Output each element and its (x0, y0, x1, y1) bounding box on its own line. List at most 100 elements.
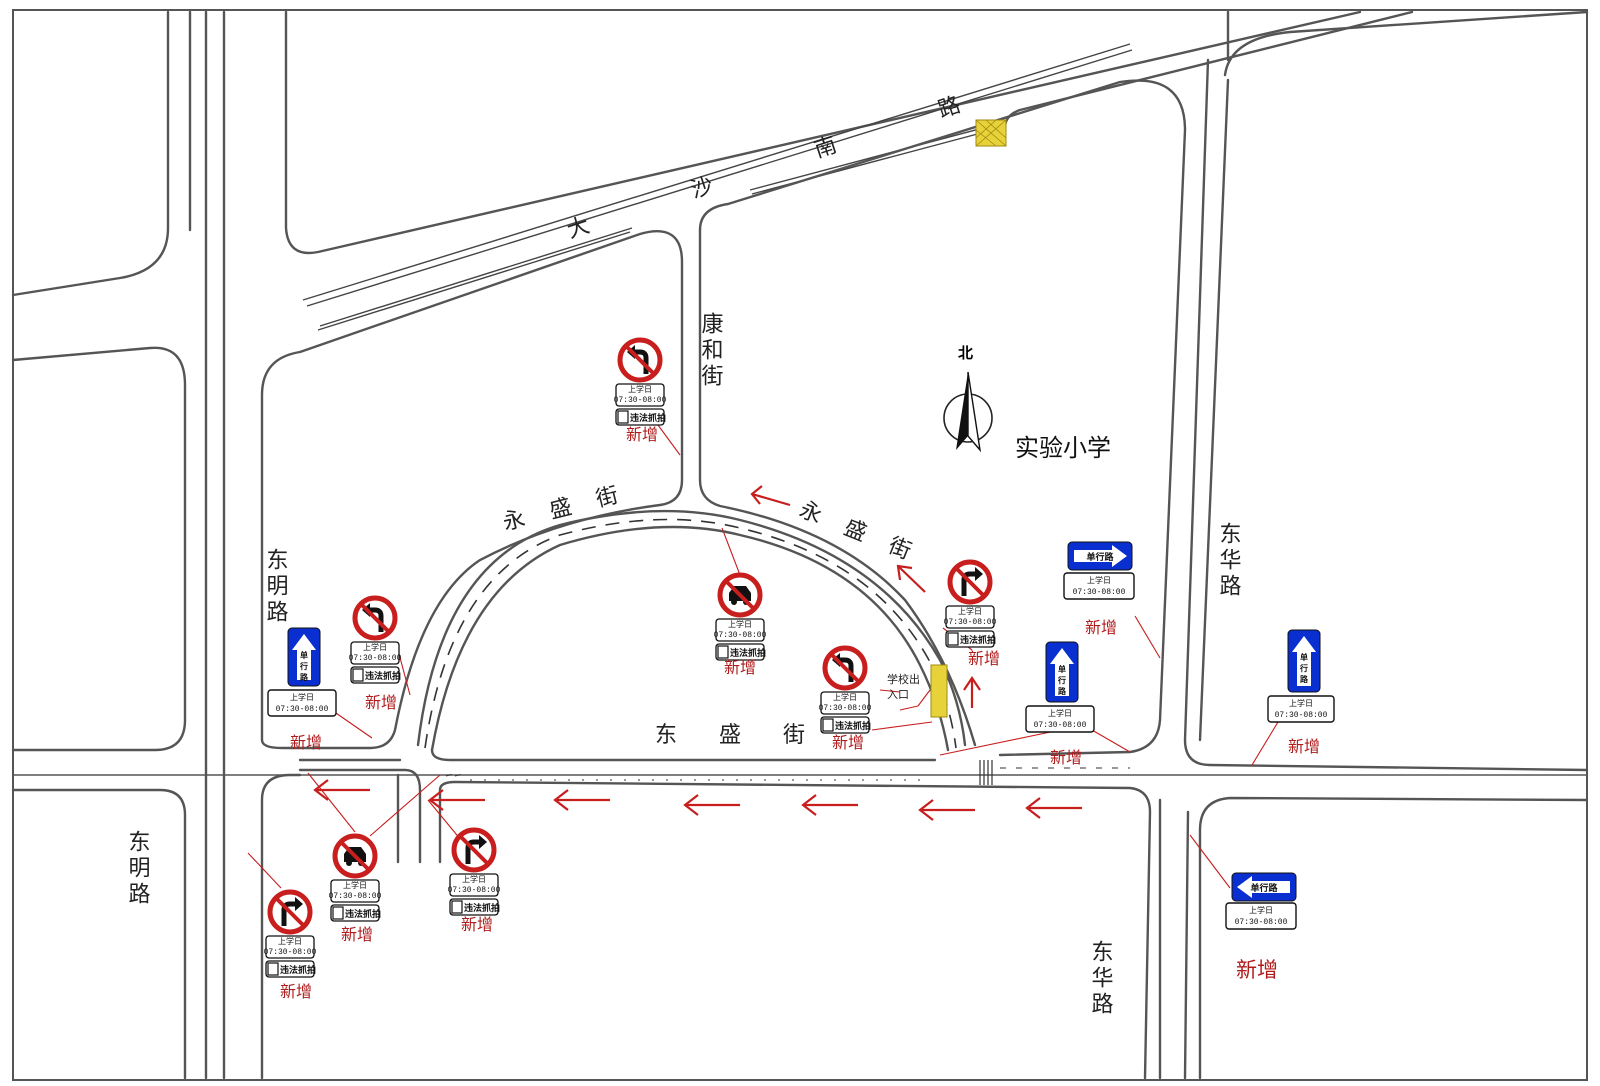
new-label: 新增 (280, 982, 312, 1001)
plate-school-day: 上学日 (833, 692, 857, 702)
plate-school-day: 上学日 (363, 642, 387, 652)
plate-school-day: 上学日 (1289, 698, 1313, 708)
plate-violation: 违法抓拍 (730, 647, 766, 658)
plate-school-day: 上学日 (278, 936, 302, 946)
flow-arrow (750, 485, 791, 507)
plate-violation: 违法抓拍 (365, 670, 401, 681)
time-plate: 上学日 07:30-08:00 违法抓拍 (264, 935, 317, 978)
time-plate: 上学日 07:30-08:00 违法抓拍 (349, 641, 402, 684)
street-label-dongming-north: 东明路 (263, 548, 289, 626)
plate-violation: 违法抓拍 (960, 634, 996, 645)
plate-time: 07:30-08:00 (264, 948, 317, 957)
street-label-dongsheng: 东盛街 (655, 723, 805, 748)
plate-time: 07:30-08:00 (349, 654, 402, 663)
plate-violation: 违法抓拍 (630, 412, 666, 423)
time-plate: 上学日 07:30-08:00 (1267, 695, 1335, 723)
school-label: 实验小学 (1015, 434, 1111, 462)
time-plate: 上学日 07:30-08:00 (1025, 705, 1095, 733)
new-label: 新增 (1085, 618, 1117, 637)
plate-violation: 违法抓拍 (280, 964, 316, 975)
street-label-donghua-north: 东华路 (1216, 522, 1242, 600)
no-left-turn-sign: 上学日 07:30-08:00 违法抓拍 (614, 337, 667, 426)
new-label: 新增 (626, 425, 658, 444)
plate-school-day: 上学日 (628, 384, 652, 394)
plate-school-day: 上学日 (290, 692, 314, 702)
time-plate: 上学日 07:30-08:00 违法抓拍 (448, 873, 501, 916)
plate-violation: 违法抓拍 (345, 908, 381, 919)
flow-arrow (683, 794, 740, 816)
new-label: 新增 (1288, 737, 1320, 756)
plate-time: 07:30-08:00 (944, 618, 997, 627)
north-label: 北 (958, 344, 973, 362)
street-label-kanghe: 康和街 (698, 312, 724, 390)
plate-school-day: 上学日 (1087, 575, 1111, 585)
no-motor-vehicle-sign: 上学日 07:30-08:00 违法抓拍 (714, 572, 767, 661)
street-label-yongsheng-west: 永盛街 (500, 483, 621, 536)
plate-time: 07:30-08:00 (819, 704, 872, 713)
plate-school-day: 上学日 (1048, 708, 1072, 718)
time-plate: 上学日 07:30-08:00 (267, 689, 337, 717)
new-label: 新增 (461, 915, 493, 934)
time-plate: 上学日 07:30-08:00 违法抓拍 (714, 618, 767, 661)
street-label-dashanan: 大沙南路 (564, 93, 964, 244)
sign-layer: 上学日07:30-08:00违法抓拍新增上学日07:30-08:00违法抓拍新增… (264, 337, 1335, 1001)
street-label-text: 永盛街 (500, 483, 621, 536)
plate-time: 07:30-08:00 (1275, 711, 1328, 720)
one-way-text: 单行路 (1299, 652, 1309, 684)
one-way-sign-vertical: 单行路 (1287, 629, 1321, 693)
plate-time: 07:30-08:00 (1034, 721, 1087, 730)
street-label-donghua-south: 东华路 (1088, 940, 1114, 1018)
flow-arrow (428, 789, 485, 811)
plate-time: 07:30-08:00 (329, 892, 382, 901)
time-plate: 上学日 07:30-08:00 违法抓拍 (614, 383, 667, 426)
road-network (11, 10, 1589, 1080)
entrance-text: 入口 (887, 688, 909, 701)
one-way-sign-vertical: 单行路 (287, 627, 321, 687)
road-edge (11, 10, 170, 297)
one-way-text: 单行路 (1057, 664, 1067, 696)
one-way-text: 单行路 (1250, 882, 1278, 893)
plate-school-day: 上学日 (462, 874, 486, 884)
new-label: 新增 (968, 649, 1000, 668)
no-left-turn-sign: 上学日 07:30-08:00 违法抓拍 (349, 595, 402, 684)
entrance-text: 学校出 (887, 672, 920, 686)
plate-time: 07:30-08:00 (276, 705, 329, 714)
new-label: 新增 (290, 733, 322, 752)
one-way-sign-horizontal: 单行路 (1231, 872, 1297, 902)
plate-violation: 违法抓拍 (464, 902, 500, 913)
street-label-dongming-south: 东明路 (125, 830, 151, 908)
one-way-sign-horizontal: 单行路 (1067, 541, 1133, 571)
new-label: 新增 (341, 925, 373, 944)
one-way-text: 单行路 (299, 650, 309, 682)
flow-arrow (918, 799, 975, 821)
flow-arrow (313, 779, 370, 801)
plate-school-day: 上学日 (1249, 905, 1273, 915)
flow-arrow (801, 794, 858, 816)
no-right-turn-sign: 上学日 07:30-08:00 违法抓拍 (264, 889, 317, 978)
plate-time: 07:30-08:00 (448, 886, 501, 895)
plate-time: 07:30-08:00 (614, 396, 667, 405)
north-arrow: 北 (943, 344, 993, 453)
one-way-sign-vertical: 单行路 (1045, 641, 1079, 703)
plate-school-day: 上学日 (728, 619, 752, 629)
traffic-flow-arrows (313, 485, 1082, 821)
new-label: 新增 (832, 733, 864, 752)
flow-arrow (896, 564, 926, 593)
flow-arrow (963, 676, 981, 708)
one-way-text: 单行路 (1086, 551, 1114, 562)
plate-time: 07:30-08:00 (714, 631, 767, 640)
street-label-yongsheng-east: 永盛街 (796, 497, 915, 564)
no-right-turn-sign: 上学日 07:30-08:00 违法抓拍 (448, 827, 501, 916)
flow-arrow (1025, 797, 1082, 819)
new-label: 新增 (1236, 958, 1278, 982)
road-markings (445, 119, 1130, 785)
street-label-text: 大沙南路 (564, 93, 964, 244)
